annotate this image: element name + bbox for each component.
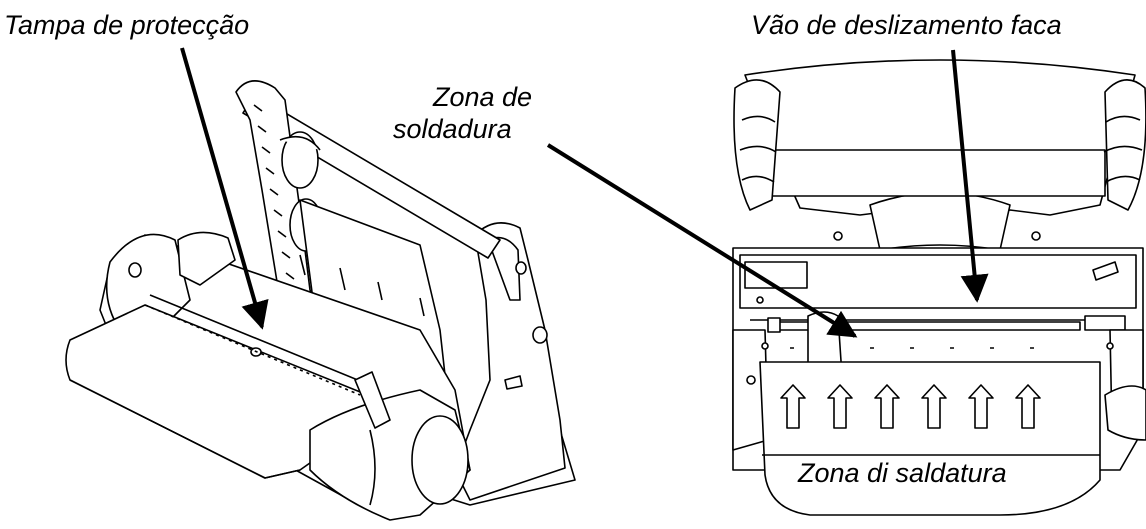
leader-arrows <box>180 47 989 338</box>
right-machine-drawing <box>732 59 1146 516</box>
up-arrow-icon <box>827 384 853 429</box>
label-protective-cover: Tampa de protecção <box>4 10 250 40</box>
leader-sealing-zone <box>546 143 858 338</box>
up-arrow-icon <box>874 384 900 429</box>
left-machine-drawing <box>65 80 576 521</box>
up-arrow-icon <box>1015 384 1041 429</box>
label-sealing-zone-line1: Zona de <box>433 82 533 112</box>
up-arrow-icon <box>780 384 806 429</box>
label-knife-slide-slot: Vão de deslizamento faca <box>751 10 1062 40</box>
up-arrow-icon <box>968 384 994 429</box>
leader-cover <box>180 47 269 330</box>
up-arrow-icon <box>921 384 947 429</box>
up-arrow-icons <box>780 384 1041 429</box>
leader-knife-slot <box>951 49 989 303</box>
label-sealing-zone-line2: soldadura <box>393 114 512 144</box>
label-sealing-zone-right: Zona di saldatura <box>798 458 1007 488</box>
